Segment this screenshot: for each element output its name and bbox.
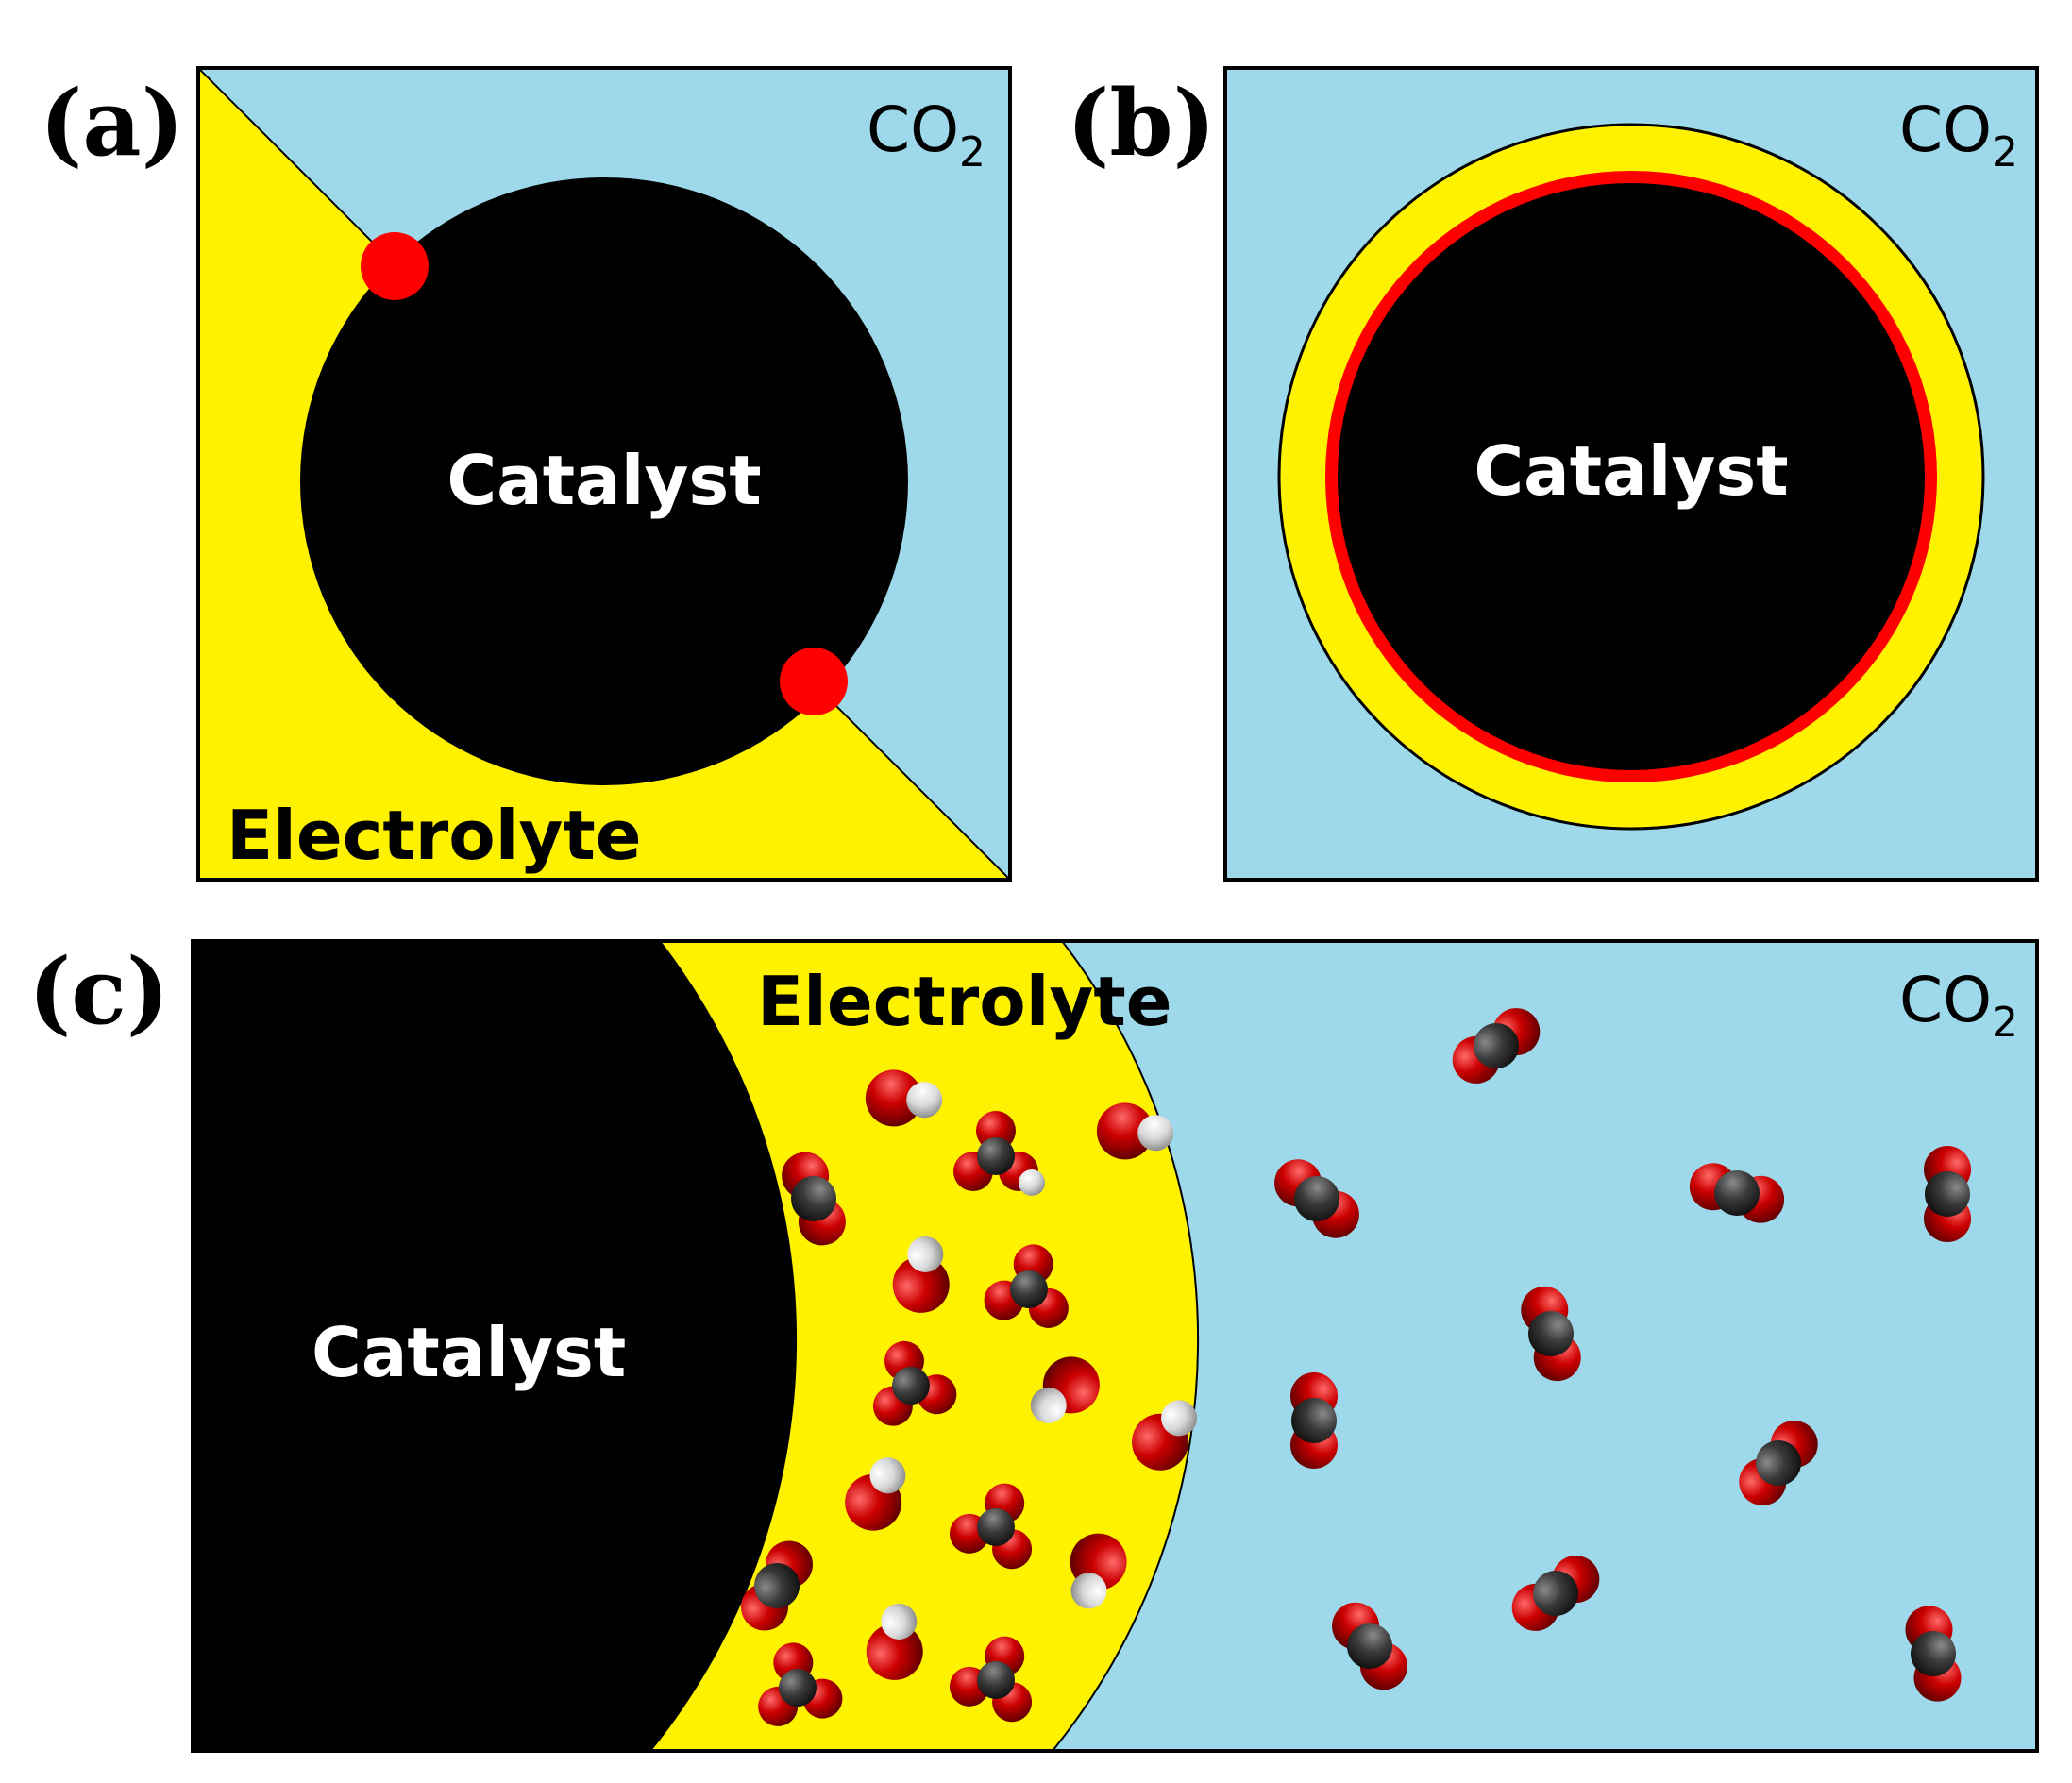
co2-molecule xyxy=(1290,1372,1338,1469)
oxygen-atom xyxy=(892,1255,950,1313)
carbonate-molecule xyxy=(872,1340,957,1426)
panel-a-catalyst-label: Catalyst xyxy=(446,441,761,520)
carbon-atom xyxy=(977,1137,1015,1175)
panel-a: (a) Catalyst Electrolyte CO2 xyxy=(40,66,1012,882)
triple-phase-site-upper xyxy=(361,232,429,300)
hydrogen-atom xyxy=(1137,1115,1174,1152)
carbon-atom xyxy=(1474,1023,1519,1068)
catalyst-surface xyxy=(193,941,798,1751)
co2-molecule xyxy=(741,1540,813,1631)
carbon-atom xyxy=(1347,1623,1392,1669)
water-molecule xyxy=(892,1236,950,1313)
co2-molecule xyxy=(1739,1421,1818,1505)
co2-subscript: 2 xyxy=(1992,999,2018,1047)
panel-a-border xyxy=(196,66,1012,882)
co2-main: CO xyxy=(867,93,959,166)
oxygen-atom xyxy=(1096,1102,1154,1160)
carbonate-molecule xyxy=(949,1636,1033,1723)
carbon-atom xyxy=(1714,1170,1760,1216)
panel-a-electrolyte-label: Electrolyte xyxy=(227,796,642,875)
co2-subscript: 2 xyxy=(959,128,985,177)
co2-molecule xyxy=(1511,1556,1600,1631)
carbon-atom xyxy=(779,1669,817,1707)
co2-molecule xyxy=(1689,1163,1785,1223)
carbonate-molecule xyxy=(984,1244,1069,1328)
carbon-atom xyxy=(977,1661,1015,1699)
carbon-atom xyxy=(892,1367,930,1405)
co2-molecule xyxy=(1924,1146,1971,1242)
oxygen-atom xyxy=(865,1069,922,1127)
carbonate-molecule xyxy=(949,1483,1033,1570)
panel-b-label: (b) xyxy=(1067,70,1216,177)
panel-a-co2-label: CO2 xyxy=(867,93,985,177)
panel-a-label: (a) xyxy=(40,70,184,177)
co2-main: CO xyxy=(1899,964,1992,1036)
carbon-atom xyxy=(1010,1270,1048,1308)
molecules-layer xyxy=(741,1008,1971,1726)
carbon-atom xyxy=(977,1508,1015,1546)
bicarbonate-molecule xyxy=(953,1111,1045,1196)
hydrogen-atom xyxy=(1019,1169,1045,1196)
co2-molecule xyxy=(1452,1008,1541,1084)
water-molecule xyxy=(1070,1533,1127,1609)
water-molecule xyxy=(845,1457,906,1531)
co2-subscript: 2 xyxy=(1992,128,2018,177)
carbon-atom xyxy=(1756,1440,1801,1486)
carbonate-molecule xyxy=(758,1642,843,1726)
carbon-atom xyxy=(1911,1631,1956,1676)
co2-molecule xyxy=(1905,1606,1962,1702)
hydrogen-atom xyxy=(1030,1387,1067,1423)
carbon-atom xyxy=(754,1563,800,1608)
hydrogen-atom xyxy=(881,1603,918,1640)
water-molecule xyxy=(1132,1400,1198,1471)
carbon-atom xyxy=(791,1176,836,1221)
hydrogen-atom xyxy=(869,1457,906,1494)
panel-c-catalyst-label: Catalyst xyxy=(312,1313,626,1392)
co2-main: CO xyxy=(1899,93,1992,166)
carbon-atom xyxy=(1291,1398,1337,1443)
co2-molecule xyxy=(782,1152,846,1246)
carbon-atom xyxy=(1528,1311,1574,1356)
carbon-atom xyxy=(1925,1171,1970,1217)
hydrogen-atom xyxy=(1161,1400,1198,1437)
panel-c-electrolyte-label: Electrolyte xyxy=(757,962,1172,1041)
catalyst-particle xyxy=(1338,183,1925,770)
water-molecule xyxy=(1030,1356,1100,1423)
panel-c-co2-label: CO2 xyxy=(1899,964,2018,1047)
panel-c-border xyxy=(191,939,2039,1753)
panel-b-catalyst-label: Catalyst xyxy=(1474,431,1788,511)
hydrogen-atom xyxy=(906,1082,943,1119)
co2-molecule xyxy=(1332,1602,1407,1690)
panel-b-co2-label: CO2 xyxy=(1899,93,2018,177)
water-molecule xyxy=(866,1603,923,1680)
co2-molecule xyxy=(1521,1286,1581,1382)
panel-c-label: (c) xyxy=(28,938,169,1045)
water-molecule xyxy=(1096,1102,1174,1160)
carbon-atom xyxy=(1533,1571,1578,1616)
hydrogen-atom xyxy=(907,1236,944,1272)
water-molecule xyxy=(865,1069,943,1127)
hydrogen-atom xyxy=(1070,1573,1107,1609)
catalyst-particle xyxy=(300,177,908,785)
co2-molecule xyxy=(1274,1159,1359,1238)
panel-b-border xyxy=(1223,66,2039,882)
oxygen-atom xyxy=(866,1623,923,1680)
panel-b: (b) Catalyst CO2 xyxy=(1067,66,2039,882)
panel-c: (c) Catalyst Electrolyte CO2 xyxy=(28,938,2039,1753)
triple-phase-site-lower xyxy=(780,648,848,715)
carbon-atom xyxy=(1294,1176,1339,1221)
